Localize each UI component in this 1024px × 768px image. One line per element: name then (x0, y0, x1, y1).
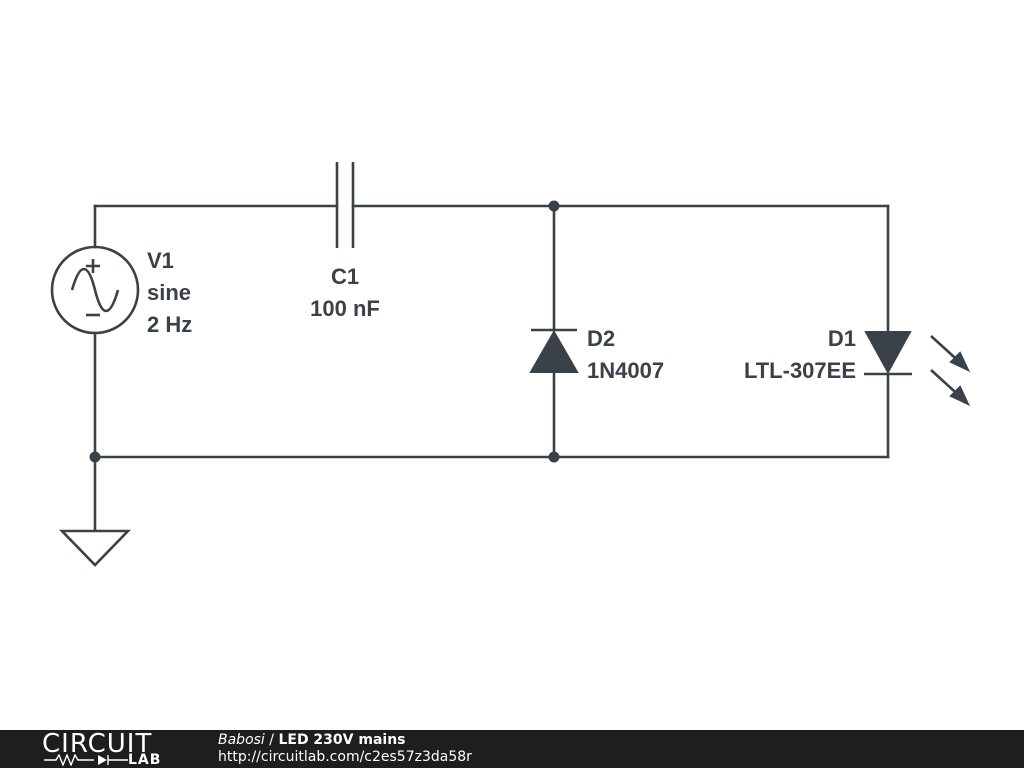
logo-circuit-symbol-icon (44, 754, 128, 766)
footer-bar: CIRCUIT LAB Babosi / LED 230V mains http… (0, 730, 1024, 768)
c1-value-label: 100 nF (310, 296, 380, 321)
v1-ref-label: V1 (147, 248, 174, 273)
d1-part-label: LTL-307EE (744, 358, 856, 383)
circuit-title-link[interactable]: LED 230V mains (278, 732, 406, 748)
meta-separator: / (264, 732, 279, 748)
junction-top (548, 200, 560, 212)
d1-ref-label: D1 (828, 326, 856, 351)
d2-part-label: 1N4007 (587, 358, 664, 383)
v1-value-label: 2 Hz (147, 312, 192, 337)
c1-ref-label: C1 (331, 264, 359, 289)
d2-ref-label: D2 (587, 326, 615, 351)
circuitlab-logo-text[interactable]: CIRCUIT (42, 729, 153, 759)
v1-type-label: sine (147, 280, 191, 305)
capacitor-symbol (335, 162, 355, 248)
circuit-url-link[interactable]: http://circuitlab.com/c2es57z3da58r (218, 749, 472, 765)
author-link[interactable]: Babosi (218, 732, 265, 748)
circuit-schematic: V1 sine 2 Hz C1 100 nF D2 1N4007 D1 LTL-… (50, 162, 971, 567)
light-emission-arrows-icon (930, 335, 971, 407)
junction-bottom-mid (548, 451, 560, 463)
diode-symbol (529, 328, 579, 373)
junction-bottom-left (89, 451, 101, 463)
led-symbol (864, 331, 971, 407)
sine-source-symbol (50, 245, 140, 335)
circuitlab-logo-lab: LAB (128, 752, 162, 768)
circuit-meta: Babosi / LED 230V mains (218, 732, 406, 749)
ground-icon (58, 529, 132, 567)
wires (93, 204, 890, 532)
